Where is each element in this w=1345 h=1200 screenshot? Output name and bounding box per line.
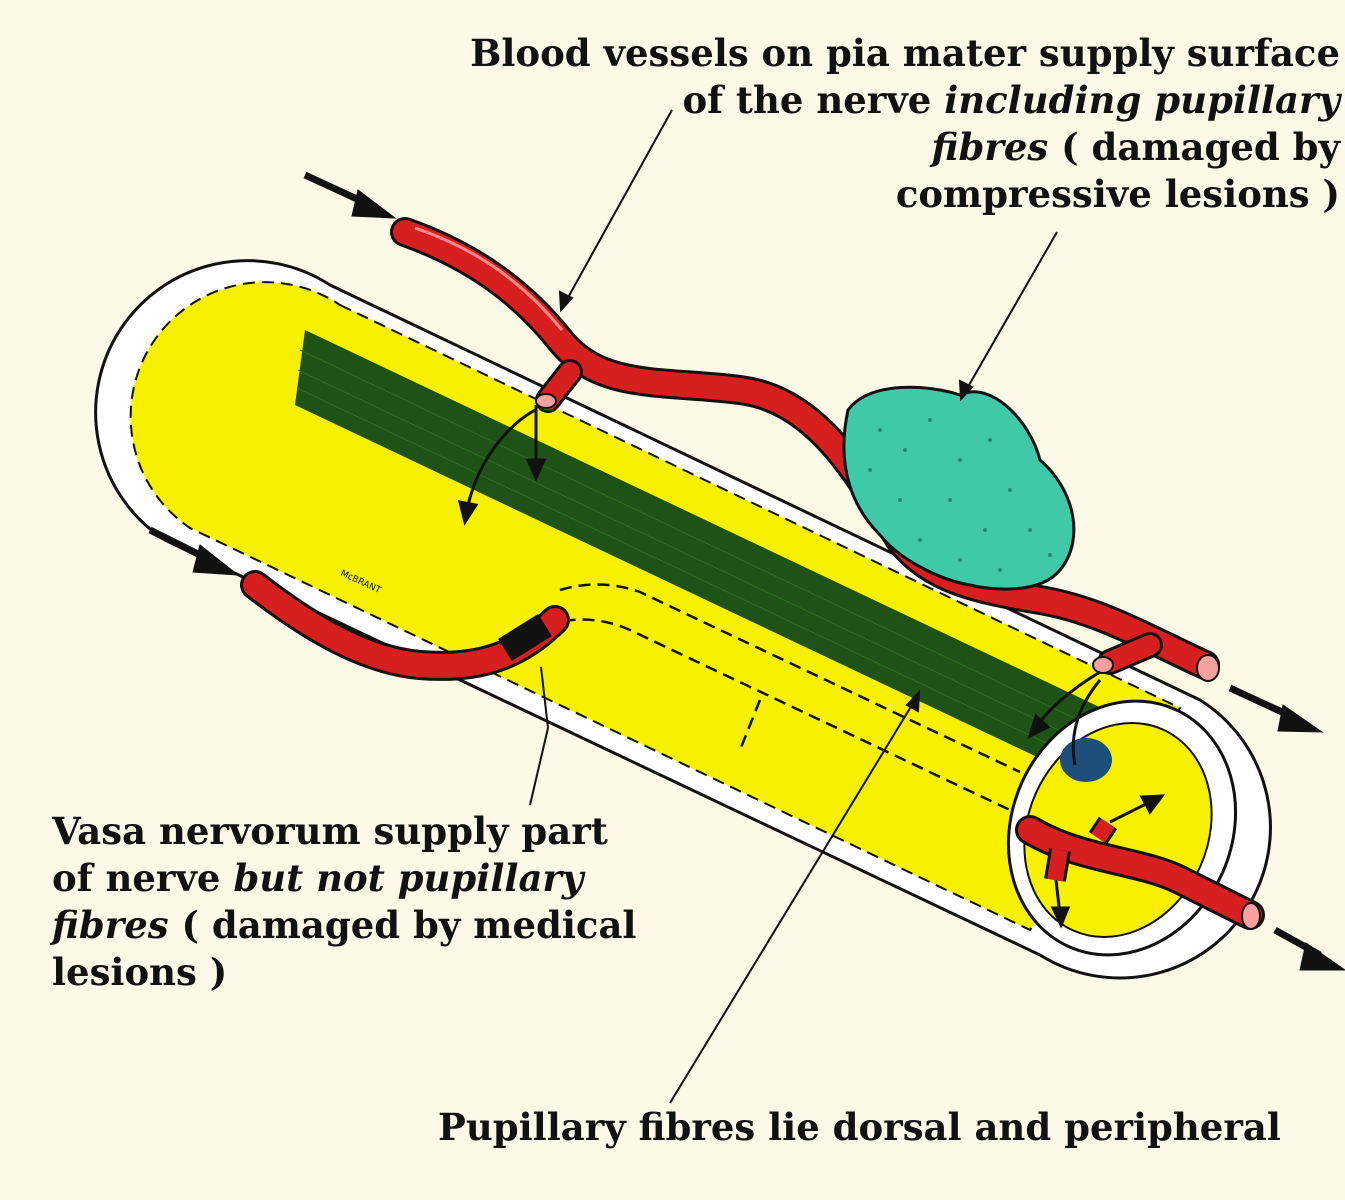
pial-vessels-label: Blood vessels on pia mater supply surfac… — [420, 30, 1340, 218]
vasa-label-line3a: fibres — [52, 903, 169, 947]
pial-label-line3b: ( damaged by — [1048, 125, 1340, 169]
pial-label-line4: compressive lesions ) — [895, 172, 1340, 216]
vasa-label-line2b: but not pupillary — [233, 856, 584, 900]
pial-label-line1: Blood vessels on pia mater supply surfac… — [470, 31, 1340, 75]
pial-label-line2a: of the nerve — [682, 78, 945, 122]
pial-blood-vessel — [390, 217, 1220, 682]
vasa-nervorum-label: Vasa nervorum supply part of nerve but n… — [52, 808, 672, 996]
pial-label-line2b: including pupillary — [944, 78, 1340, 122]
flow-arrows — [148, 171, 1345, 971]
leader-lines — [529, 109, 1058, 1104]
end-blood-vessel — [1015, 815, 1265, 930]
vasa-label-line4: lesions ) — [52, 950, 228, 994]
pial-label-line3a: fibres — [931, 125, 1049, 169]
vasa-label-line2a: of nerve — [52, 856, 234, 900]
pupillary-fibres-label: Pupillary fibres lie dorsal and peripher… — [438, 1105, 1281, 1149]
branch-arrows — [457, 405, 1166, 929]
vasa-label-line1: Vasa nervorum supply part — [52, 809, 608, 853]
pupillary-fibre-cross-section-dot — [1060, 738, 1112, 782]
vasa-label-line3b: ( damaged by medical — [168, 903, 637, 947]
vasa-nervorum-vessel — [240, 570, 570, 681]
